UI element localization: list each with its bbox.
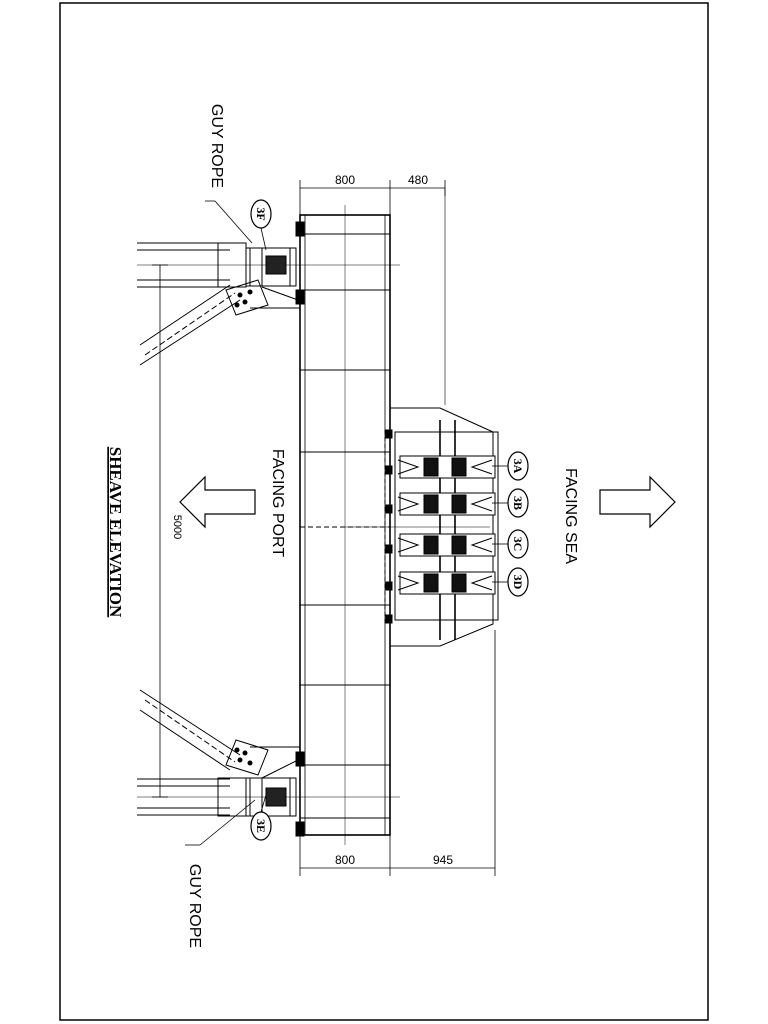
main-beam (299, 205, 391, 845)
dimension-lines (152, 180, 496, 876)
facing-sea-label: FACING SEA (562, 468, 579, 564)
facing-sea-arrow (599, 475, 676, 529)
dimension-span: 5000 (171, 515, 183, 539)
callout-3e-label: 3E (254, 819, 268, 833)
facing-port-arrow (179, 475, 256, 529)
callout-3a: 3A (492, 451, 529, 481)
dimension-top-left: 800 (335, 173, 355, 187)
callout-3f: 3F (250, 199, 272, 251)
facing-port-label: FACING PORT (269, 449, 286, 557)
callout-3e: 3E (250, 794, 272, 841)
sheet-border (59, 2, 709, 1021)
guy-rope-leaders (185, 200, 256, 846)
callout-3a-label: 3A (511, 459, 525, 474)
drawing-title: SHEAVE ELEVATION (106, 447, 125, 618)
callout-3b: 3B (492, 488, 529, 518)
sheave-row-3c (397, 533, 496, 557)
callout-3d-label: 3D (511, 575, 525, 590)
dimension-bottom-right: 945 (433, 853, 453, 867)
lower-guy-rope-frame (137, 689, 400, 837)
guy-rope-label-bottom: GUY ROPE (186, 864, 203, 948)
callout-3f-label: 3F (254, 207, 268, 220)
callout-3c-label: 3C (511, 537, 525, 552)
sheave-row-3a (397, 455, 496, 479)
callout-3b-label: 3B (511, 496, 525, 510)
dimension-bottom-left: 800 (335, 853, 355, 867)
upper-guy-rope-frame (137, 221, 400, 366)
sheave-row-3b (397, 492, 496, 516)
sheave-assembly (345, 188, 499, 647)
callout-3d: 3D (492, 567, 529, 597)
callout-3c: 3C (492, 529, 529, 559)
guy-rope-label-top: GUY ROPE (208, 104, 225, 188)
dimension-top-right: 480 (408, 173, 428, 187)
sheave-row-3d (397, 571, 496, 595)
